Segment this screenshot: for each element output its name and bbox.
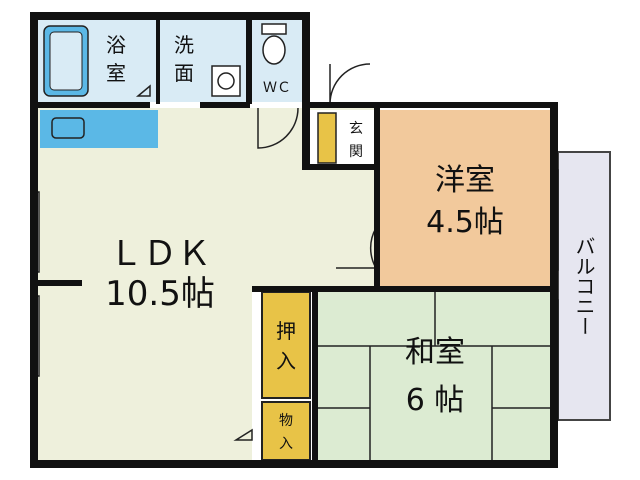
walls — [30, 12, 558, 468]
western-room-floor — [378, 110, 552, 286]
monoire-label-bottom: 入 — [279, 436, 293, 452]
washbasin-bowl — [217, 72, 235, 90]
bathtub-inner — [49, 31, 83, 91]
washbasin — [211, 65, 241, 97]
tatami-lines — [318, 292, 552, 460]
bath-label-bottom: 室 — [106, 61, 126, 85]
kitchen-counter — [40, 110, 158, 148]
balcony-label: バルコニー — [572, 236, 596, 336]
entrance-label-top: 玄 — [349, 120, 363, 137]
japanese-room-label: 和室 — [405, 335, 465, 370]
kitchen-sink — [51, 117, 85, 139]
oshiire-label-top: 押 — [276, 319, 296, 343]
entrance-label-bottom: 関 — [349, 144, 363, 160]
monoire-label-top: 物 — [279, 413, 293, 429]
toilet-bowl — [262, 35, 286, 65]
ldk-label: ＬＤＫ — [109, 234, 211, 274]
oshiire-closet — [261, 291, 311, 399]
toilet-tank — [261, 23, 287, 35]
western-room-size-label: 4.5帖 — [426, 205, 504, 240]
washroom-label-top: 洗 — [174, 33, 194, 57]
wc-label: ＷＣ — [263, 80, 291, 96]
balcony-floor — [557, 151, 611, 421]
bath-label-top: 浴 — [106, 33, 126, 57]
ldk-size-label: 10.5帖 — [105, 274, 215, 314]
japanese-room-size-label: 6 帖 — [406, 383, 465, 418]
oshiire-label-bottom: 入 — [276, 349, 296, 373]
shoe-closet — [317, 112, 337, 164]
western-room-label: 洋室 — [435, 163, 495, 198]
washroom-label-bottom: 面 — [174, 61, 194, 85]
